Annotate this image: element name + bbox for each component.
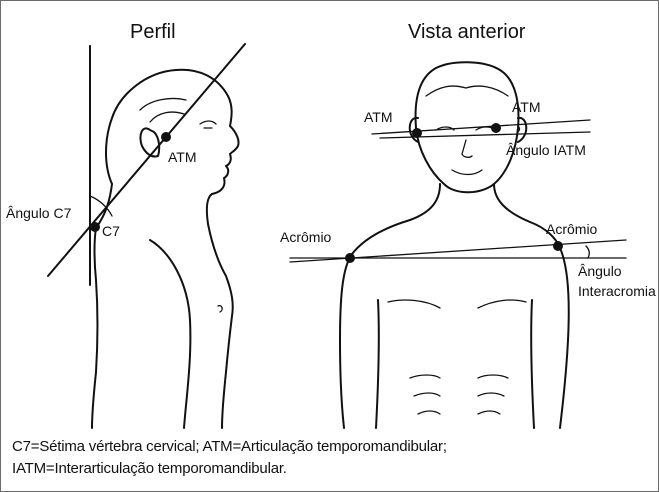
atm-right-label: ATM	[512, 99, 541, 115]
profile-arm	[150, 240, 190, 428]
anterior-title: Vista anterior	[408, 21, 526, 43]
acromion-left-point	[345, 253, 355, 263]
anterior-mouth	[452, 170, 482, 175]
caption-line-2: IATM=Interarticulação temporomandibular.	[12, 458, 652, 480]
profile-atm-label: ATM	[168, 149, 197, 165]
acromion-left-label: Acrômio	[280, 229, 332, 245]
atm-profile-point	[161, 132, 171, 142]
profile-eye	[200, 121, 216, 128]
anterior-left-shoulder	[340, 220, 410, 428]
anterior-neck-right	[494, 184, 530, 222]
profile-view: Perfil ATM C7 Ângulo C7	[6, 21, 245, 428]
profile-title: Perfil	[130, 21, 176, 43]
anterior-hair	[426, 86, 508, 96]
angle-c7-label: Ângulo C7	[6, 205, 72, 221]
caption-line-1: C7=Sétima vértebra cervical; ATM=Articul…	[12, 436, 652, 458]
anterior-nose	[462, 140, 472, 157]
atm-left-point	[412, 128, 422, 138]
profile-hair	[140, 98, 186, 122]
anterior-right-shoulder	[530, 222, 569, 428]
figure-caption: C7=Sétima vértebra cervical; ATM=Articul…	[12, 436, 652, 480]
anterior-view: Vista anterior	[280, 21, 656, 428]
c7-point	[90, 222, 100, 232]
angle-interacromia-arc	[586, 246, 589, 258]
acromion-right-point	[553, 241, 563, 251]
angle-interacromia-label-line1: Ângulo	[578, 263, 622, 279]
profile-ear	[140, 128, 159, 156]
anterior-neck-left	[410, 184, 440, 220]
profile-front-outline	[208, 224, 233, 428]
atm-left-label: ATM	[364, 109, 393, 125]
angle-interacromia-label-line2: Interacromia	[578, 283, 656, 299]
profile-jaw-outline	[207, 194, 212, 224]
anterior-abs-2	[414, 393, 504, 396]
atm-right-point	[491, 123, 501, 133]
anterior-chest-right	[478, 300, 526, 308]
angle-iatm-label: Ângulo IATM	[506, 142, 586, 158]
anterior-abs-3	[418, 411, 500, 414]
anterior-abs-1	[410, 375, 508, 378]
interacromial-line	[290, 240, 626, 262]
c7-label: C7	[102, 223, 120, 239]
anterior-right-arm-inner	[531, 300, 534, 428]
acromion-right-label: Acrômio	[546, 221, 598, 237]
iatm-line	[372, 120, 590, 134]
anterior-left-arm-inner	[376, 300, 379, 428]
profile-nipple	[218, 306, 222, 312]
anterior-chest-left	[388, 300, 440, 308]
profile-head-outline	[106, 70, 239, 194]
